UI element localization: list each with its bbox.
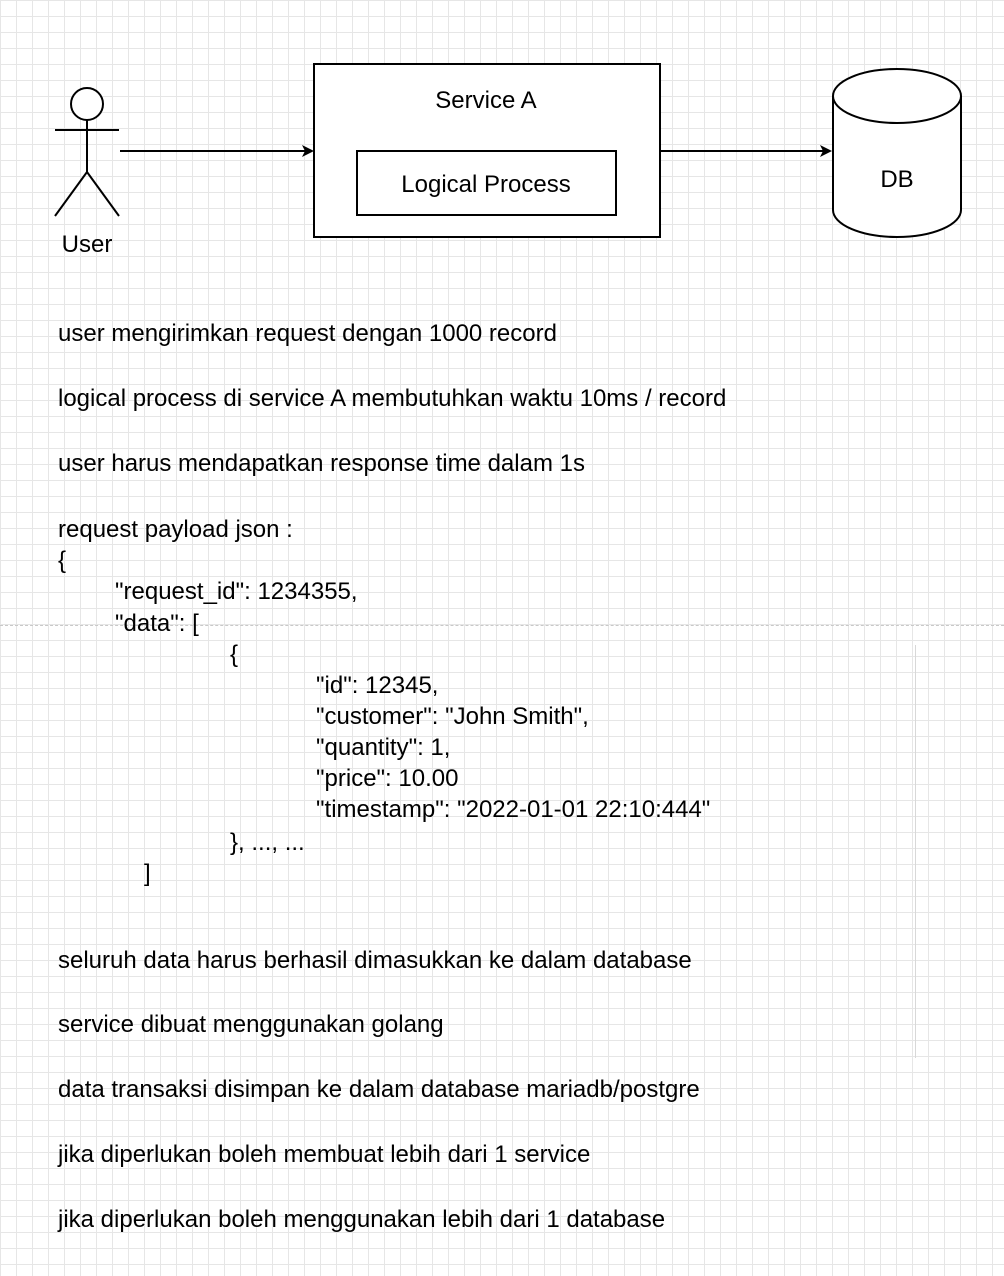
page-break-line [0,625,1004,626]
database-cylinder-icon[interactable] [832,68,962,238]
note-golang: service dibuat menggunakan golang [58,1011,444,1038]
note-insert-all: seluruh data harus berhasil dimasukkan k… [58,947,692,974]
json-quantity: "quantity": 1, [316,734,451,761]
note-multi-service: jika diperlukan boleh membuat lebih dari… [58,1141,591,1168]
db-label: DB [880,166,913,193]
user-label: User [62,231,113,258]
payload-title: request payload json : [58,516,293,543]
note-record-count: user mengirimkan request dengan 1000 rec… [58,320,557,347]
service-a-title: Service A [435,87,536,114]
note-processing-time: logical process di service A membutuhkan… [58,385,727,412]
logical-process-box[interactable] [356,150,617,216]
json-data-open: "data": [ [115,610,199,637]
json-price: "price": 10.00 [316,765,459,792]
note-response-time: user harus mendapatkan response time dal… [58,450,585,477]
json-data-close: ] [144,860,151,887]
json-item-open: { [230,641,239,668]
note-database: data transaksi disimpan ke dalam databas… [58,1076,700,1103]
logical-process-label: Logical Process [401,171,570,198]
json-request-id: "request_id": 1234355, [115,578,358,605]
json-customer: "customer": "John Smith", [316,703,589,730]
note-multi-database: jika diperlukan boleh menggunakan lebih … [58,1206,666,1233]
page-edge-line [915,645,916,1058]
json-open-brace: { [58,547,67,574]
json-id: "id": 12345, [316,672,439,699]
json-item-close: }, ..., ... [230,829,305,856]
json-timestamp: "timestamp": "2022-01-01 22:10:444" [316,796,711,823]
architecture-diagram: User Service A Logical Process DB [54,63,962,258]
user-actor-icon[interactable] [54,87,120,217]
